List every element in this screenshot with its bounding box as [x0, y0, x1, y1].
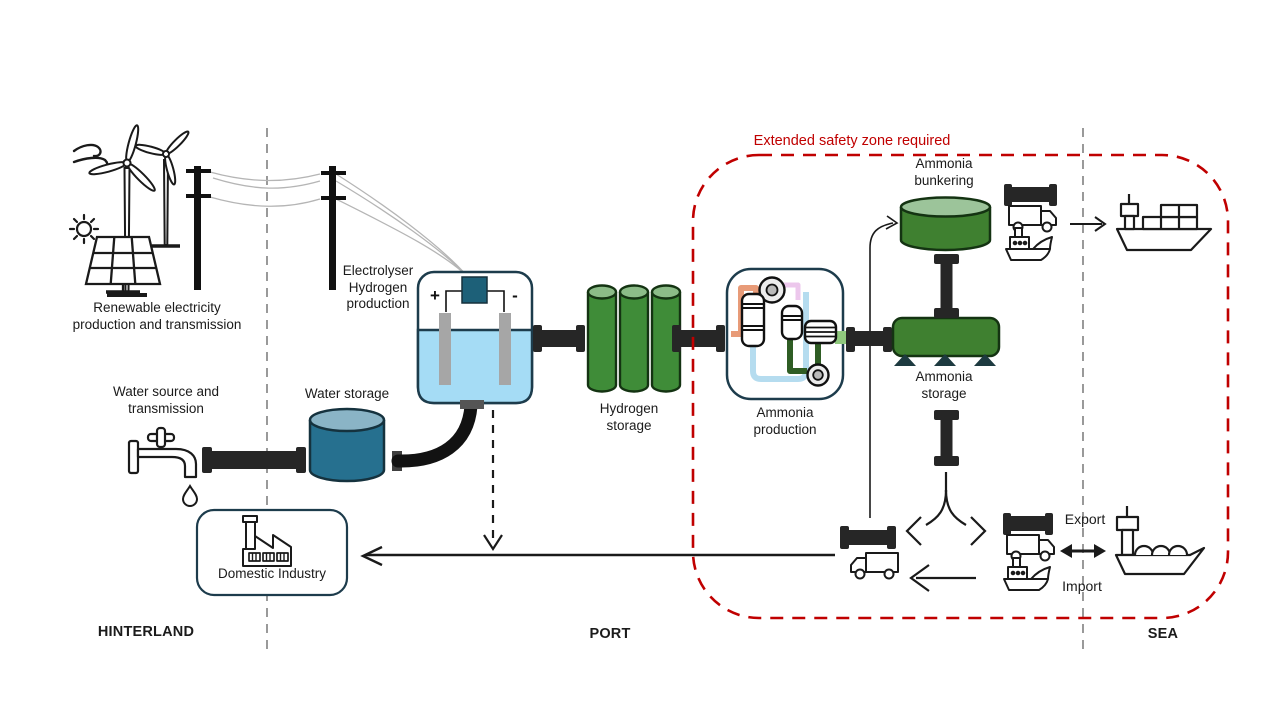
ammonia-bunkering-label: Ammonia bunkering	[914, 156, 974, 188]
truck-icon	[1006, 534, 1055, 562]
factory-icon	[242, 515, 292, 567]
ammonia-production-icon	[725, 267, 847, 401]
sun-icon	[68, 213, 100, 245]
bunker-ship-icon	[1005, 227, 1053, 261]
export-label: Export	[1064, 511, 1106, 527]
renewable-label: Renewable electricity production and tra…	[72, 300, 242, 332]
hydrogen-storage-label: Hydrogen storage	[599, 401, 659, 433]
zone-label-sea: SEA	[1147, 626, 1179, 642]
hydrogen-storage-cylinders	[586, 284, 682, 393]
pipe-water-to-storage	[202, 447, 306, 473]
wind-turbine-icon	[134, 130, 190, 248]
power-lines	[209, 171, 473, 282]
water-storage-tank	[308, 407, 386, 483]
ammonia-storage-tank	[891, 316, 1001, 366]
gas-carrier-ship-icon	[1114, 506, 1206, 576]
power-pole-icon	[186, 166, 211, 290]
power-pole-icon	[321, 166, 346, 290]
electrolyser-icon: + -	[416, 270, 534, 409]
pipe-hydrogen-to-ammonia	[672, 325, 725, 352]
domestic-industry-label: Domestic Industry	[217, 566, 327, 581]
truck-icon	[850, 552, 899, 580]
minus-terminal-label: -	[512, 286, 518, 305]
electrode-right	[499, 313, 511, 385]
export-ship-arrow	[1070, 216, 1107, 232]
pipe-electrolyser-to-hydrogen	[533, 325, 585, 352]
arrow-to-domestic-industry	[360, 545, 835, 567]
water-storage-label: Water storage	[304, 386, 390, 401]
ammonia-production-label: Ammonia production	[753, 405, 817, 437]
ammonia-bunkering-tank	[899, 196, 992, 252]
water-drop-icon	[181, 484, 199, 507]
distribution-split-arrows	[905, 472, 987, 546]
import-flow-arrow	[909, 564, 976, 592]
solar-panel-icon	[84, 235, 162, 294]
dashed-arrow-electrolyser-down	[483, 410, 503, 552]
pipe-ammonia-to-storage	[846, 327, 892, 352]
safety-zone-outline	[691, 153, 1230, 620]
ammonia-storage-label: Ammonia storage	[915, 369, 973, 401]
domestic-industry-box	[195, 508, 349, 597]
zone-label-port: PORT	[589, 626, 631, 642]
container-ship-icon	[1115, 194, 1213, 252]
electrolyser-label: Electrolyser Hydrogen production	[342, 263, 414, 311]
water-feed-pipe	[391, 399, 478, 471]
water-source-label: Water source and transmission	[112, 384, 220, 416]
sea-transfer-arrow	[1060, 544, 1106, 558]
bunkering-feed-arrow	[869, 215, 899, 518]
power-supply	[461, 276, 488, 304]
pipe-bunkering-to-storage	[934, 254, 959, 318]
pipe-storage-to-distribution	[934, 410, 959, 466]
port-ship-icon	[1003, 557, 1051, 591]
zone-label-hinterland: HINTERLAND	[97, 624, 195, 640]
pipe-bunkering-transfer	[1004, 184, 1057, 206]
electrode-left	[439, 313, 451, 385]
plus-terminal-label: +	[430, 286, 440, 305]
pipe-domestic-branch	[840, 526, 896, 549]
import-label: Import	[1062, 578, 1102, 594]
safety-zone-label: Extended safety zone required	[753, 133, 951, 149]
water-tap-icon	[127, 426, 198, 479]
pipe-export	[1003, 513, 1053, 535]
